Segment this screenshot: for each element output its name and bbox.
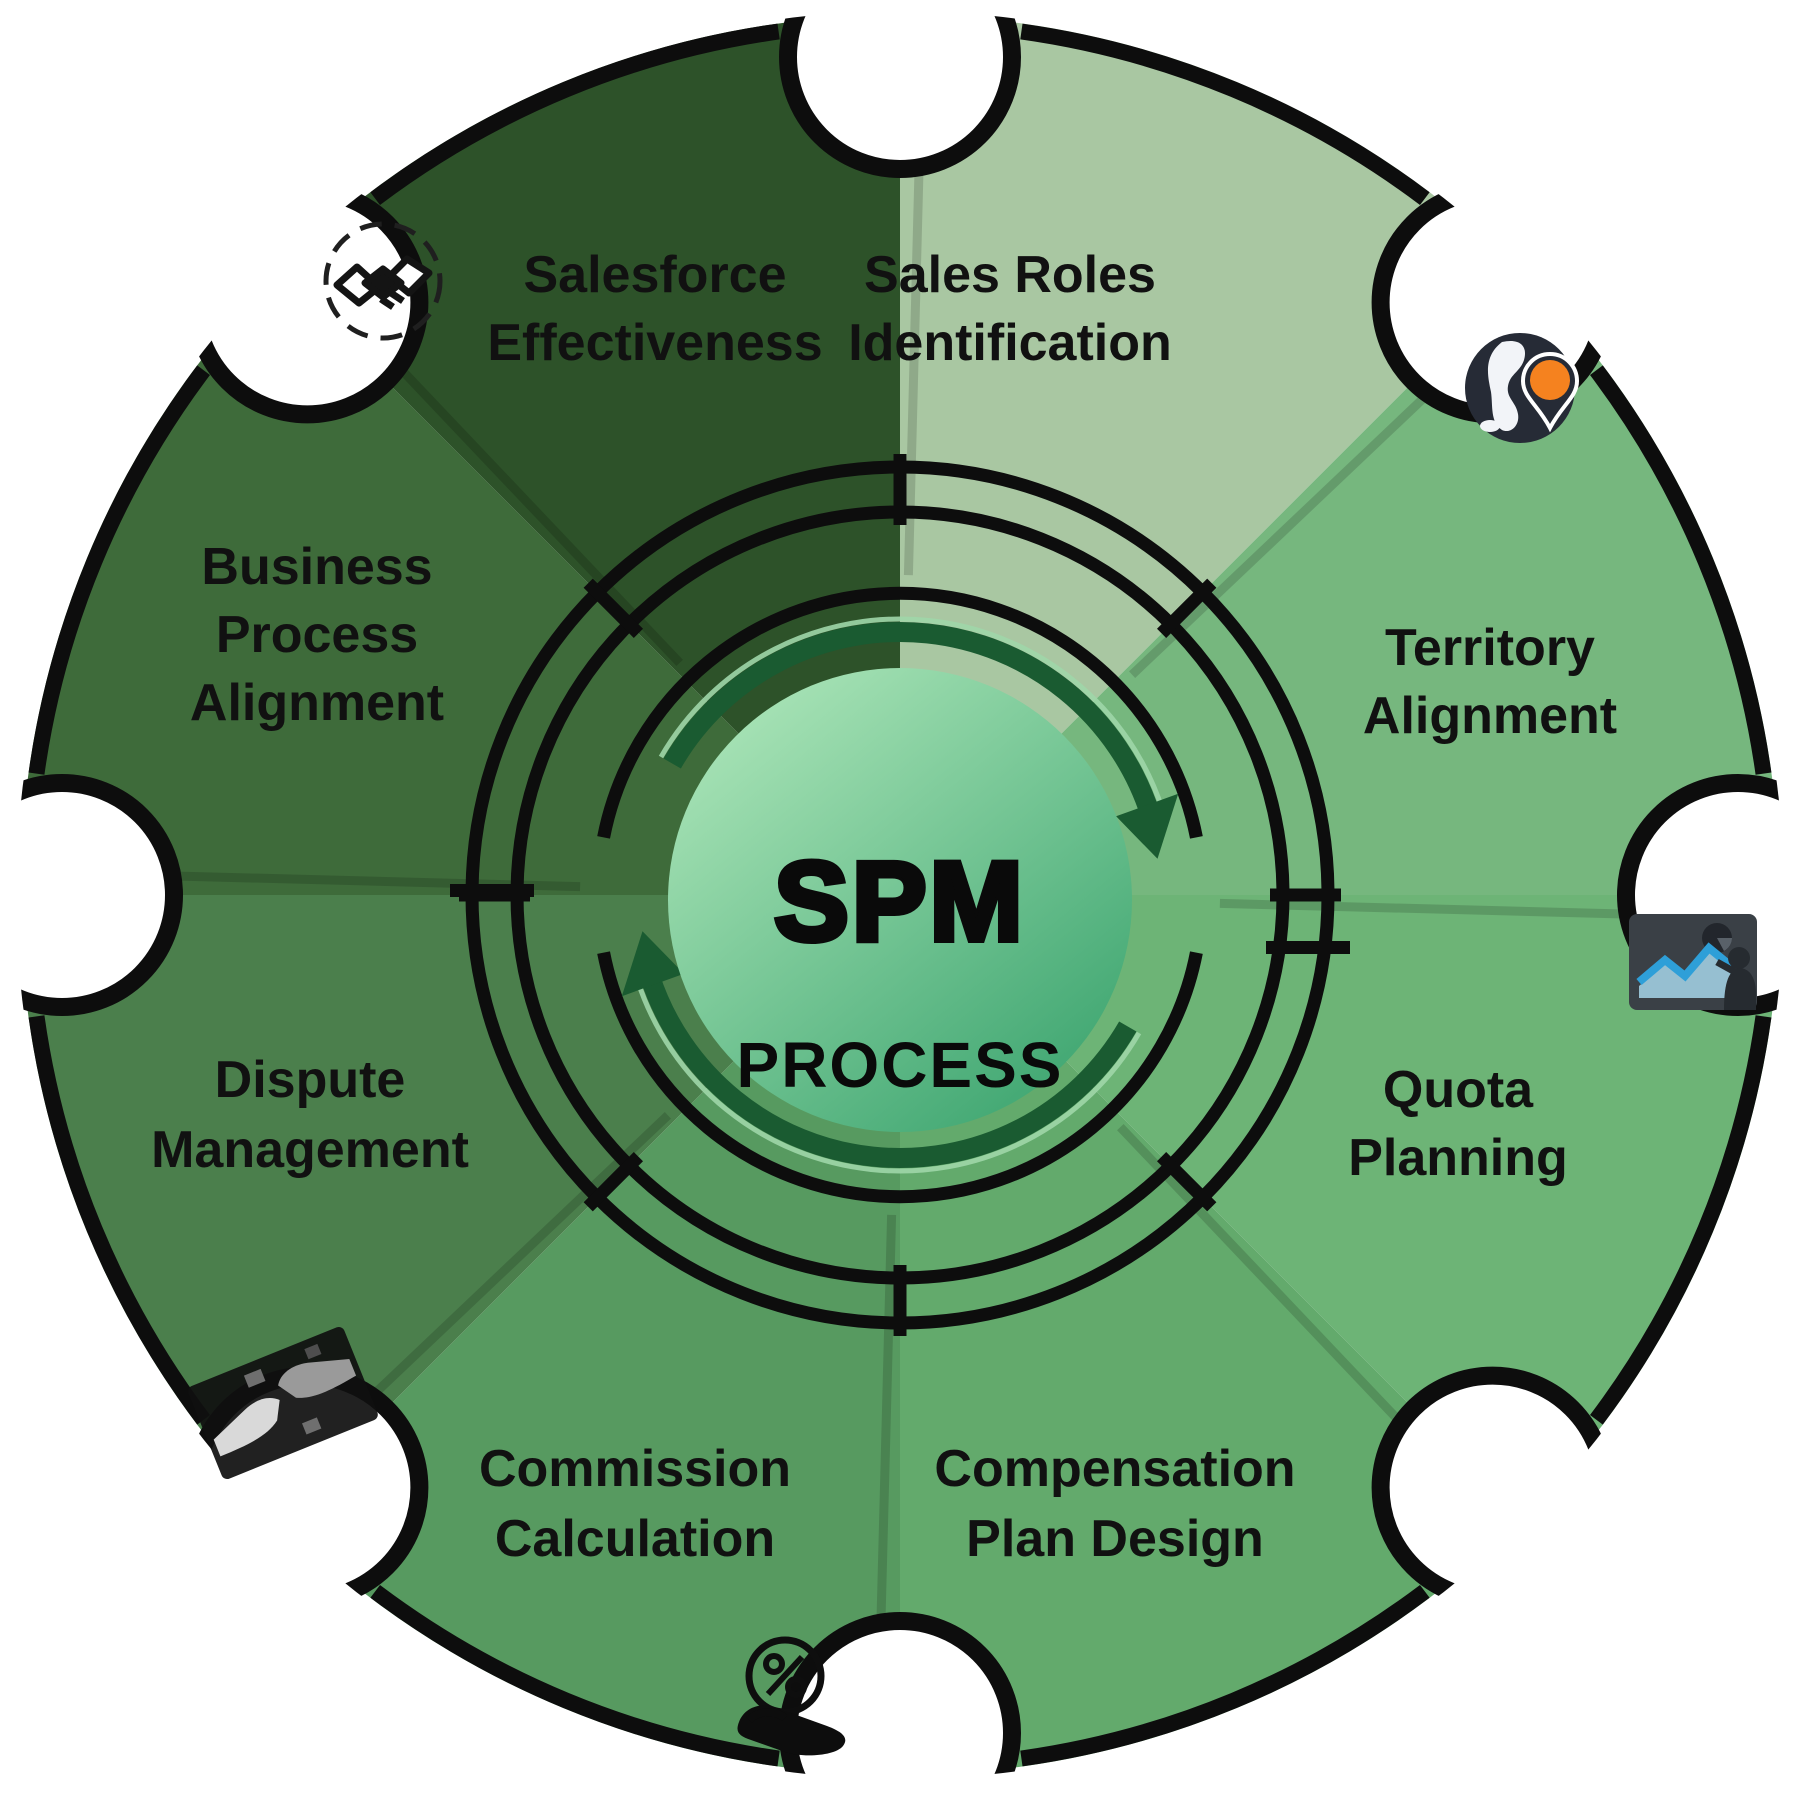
outer-rim xyxy=(28,23,1772,1767)
label-commission-calculation: Commission xyxy=(479,1440,791,1498)
notch-bottom xyxy=(779,1612,1021,1779)
center-title: SPM xyxy=(774,839,1026,964)
label-sales-roles-identification: Sales Roles xyxy=(864,246,1156,304)
percent-hand-icon xyxy=(737,1636,846,1756)
label-quota-planning: Quota xyxy=(1383,1061,1534,1119)
globe-location-icon xyxy=(1465,333,1580,443)
hub-broken-ring xyxy=(450,586,1350,1204)
notch-left xyxy=(16,774,183,1016)
hand-shape xyxy=(737,1705,846,1756)
notch-top xyxy=(779,11,1021,178)
label-quota-planning-2: Planning xyxy=(1348,1129,1568,1187)
cycle-arrow-top xyxy=(663,622,1160,817)
notch-bottom-right xyxy=(1371,1366,1614,1609)
cycle-arrow-top-highlight xyxy=(658,616,1165,811)
label-business-process-alignment: Business xyxy=(201,538,432,596)
cycle-arrowhead-right xyxy=(1116,793,1179,859)
cycle-arrowhead-left xyxy=(621,931,684,997)
center-hub xyxy=(668,668,1132,1132)
label-commission-calculation-2: Calculation xyxy=(495,1510,775,1568)
cycle-arrow-bottom xyxy=(640,973,1137,1168)
cycle-arrow-bottom-highlight xyxy=(635,979,1142,1174)
center-subtitle: PROCESS xyxy=(737,1029,1064,1101)
label-sales-roles-identification-2: Identification xyxy=(848,314,1172,372)
handshake-icon xyxy=(323,221,443,341)
cycle-arrows xyxy=(621,616,1179,1174)
label-dispute-management-2: Management xyxy=(151,1121,469,1179)
label-salesforce-effectiveness-2: Effectiveness xyxy=(487,314,822,372)
dispute-icon xyxy=(188,1326,378,1480)
label-dispute-management: Dispute xyxy=(215,1051,406,1109)
ring-ticks xyxy=(459,454,1341,1336)
segment-labels: Sales Roles Identification Territory Ali… xyxy=(151,246,1617,1568)
label-business-process-alignment-2: Process xyxy=(216,606,418,664)
chart-presentation-icon xyxy=(1629,914,1757,1010)
label-territory-alignment-2: Alignment xyxy=(1363,687,1617,745)
label-business-process-alignment-3: Alignment xyxy=(190,674,444,732)
label-salesforce-effectiveness: Salesforce xyxy=(523,246,786,304)
label-compensation-plan-design: Compensation xyxy=(934,1440,1295,1498)
label-territory-alignment: Territory xyxy=(1385,619,1595,677)
label-compensation-plan-design-2: Plan Design xyxy=(966,1510,1264,1568)
